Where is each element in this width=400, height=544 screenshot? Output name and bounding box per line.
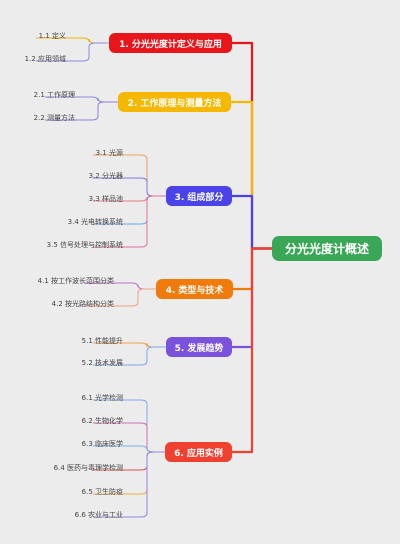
leaf-connector: [93, 451, 165, 518]
branch-node-5[interactable]: 5. 发展趋势: [166, 337, 232, 357]
leaf-node[interactable]: 1.1 定义: [38, 32, 66, 40]
branch-connector: [232, 247, 272, 454]
leaf-node[interactable]: 3.4 光电转换系统: [67, 218, 123, 226]
leaf-node[interactable]: 3.2 分光器: [88, 172, 123, 180]
leaf-connector: [45, 101, 118, 121]
leaf-connector: [36, 42, 109, 62]
leaf-node[interactable]: 6.3 临床医学: [81, 440, 123, 448]
leaf-connector: [93, 346, 166, 366]
leaf-connector: [93, 195, 166, 248]
leaf-node[interactable]: 4.1 按工作波长范围分类: [37, 277, 114, 285]
leaf-node[interactable]: 4.2 按光路结构分类: [51, 300, 114, 308]
leaf-node[interactable]: 6.4 医药与毒理学检测: [53, 464, 123, 472]
leaf-node[interactable]: 5.1 性能提升: [81, 337, 123, 345]
leaf-node[interactable]: 1.2 应用领域: [24, 55, 66, 63]
leaf-node[interactable]: 6.1 光学检测: [81, 394, 123, 402]
leaf-connector: [84, 288, 156, 307]
branch-connector: [232, 194, 272, 250]
leaf-node[interactable]: 3.1 光源: [95, 149, 123, 157]
leaf-node[interactable]: 6.2 生物化学: [81, 417, 123, 425]
leaf-node[interactable]: 5.2 技术发展: [81, 359, 123, 367]
leaf-node[interactable]: 2.1 工作原理: [33, 91, 75, 99]
leaf-node[interactable]: 2.2 测量方法: [33, 114, 75, 122]
branch-node-6[interactable]: 6. 应用实例: [165, 442, 232, 462]
leaf-node[interactable]: 6.6 农业与工业: [74, 511, 123, 519]
branch-node-2[interactable]: 2. 工作原理与测量方法: [118, 92, 231, 112]
leaf-node[interactable]: 3.3 样品池: [88, 195, 123, 203]
root-node[interactable]: 分光光度计概述: [272, 236, 382, 261]
branch-node-1[interactable]: 1. 分光光度计定义与应用: [109, 33, 232, 53]
leaf-node[interactable]: 3.5 信号处理与控制系统: [46, 241, 123, 249]
branch-node-4[interactable]: 4. 类型与技术: [156, 279, 233, 299]
branch-node-3[interactable]: 3. 组成部分: [166, 186, 232, 206]
leaf-node[interactable]: 6.5 卫生防疫: [81, 488, 123, 496]
